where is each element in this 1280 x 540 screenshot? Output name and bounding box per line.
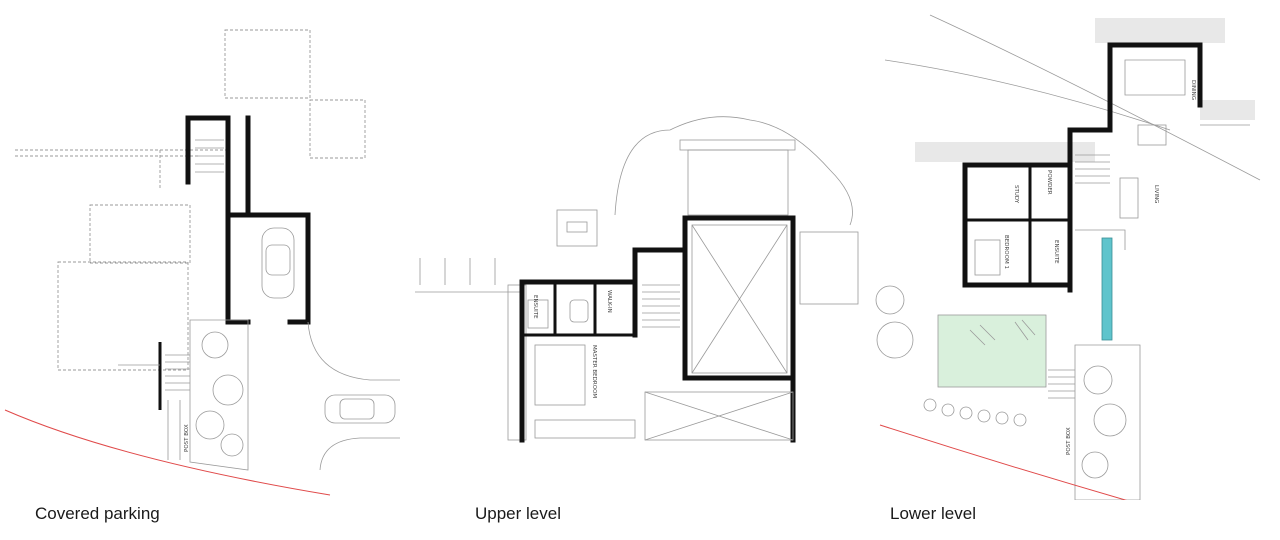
caption-upper-level: Upper level [475,504,561,523]
tree-1 [201,331,229,359]
pool-outline [799,231,859,305]
boundary-line-lower [879,424,1128,500]
sofa [1119,177,1139,219]
upper-outer-walls [519,215,796,443]
plan-covered-parking: POST BOX Covered parking [0,0,420,540]
ensuite-basin [569,299,589,323]
tree-left-1 [876,321,914,359]
bedroom-1-label: BEDROOM 1 [1003,235,1009,269]
lawn [937,314,1047,388]
dining-table [1137,124,1167,146]
balcony-bedroom [534,419,636,439]
table-top [566,221,588,233]
dashed-structure-lower [57,261,189,371]
tree-2 [212,374,244,406]
stair-treads-lower [1075,154,1110,184]
bush-1 [923,398,937,412]
ensuite-walls [522,282,635,337]
railing-posts [415,258,520,293]
stair-treads-upper [642,284,680,328]
ensuite-bath [527,299,549,329]
road-curve [319,437,400,471]
void-cross [691,224,788,374]
earth-hatch-left [915,142,1095,162]
contour-2 [929,14,1261,181]
terrace-lower [644,391,794,441]
caption-lower-level: Lower level [890,504,976,523]
tree-right-1 [1083,365,1113,395]
post-box-strip [167,400,181,460]
caption-covered-parking: Covered parking [35,504,160,523]
earth-hatch-right [1200,100,1255,120]
outdoor-table [556,209,598,247]
terrace-cross [644,391,794,441]
tree-right-2 [1093,403,1127,437]
plan-lower-level: DINING POWDER STUDY LIVING BEDROOM 1 ENS… [870,0,1280,540]
earth-hatch-top [1095,18,1225,43]
tree-left-2 [875,285,905,315]
post-box-label: POST BOX [184,424,190,452]
powder-label: POWDER [1046,170,1052,195]
landscape-outline [614,116,853,226]
tree-3 [195,410,225,440]
ensuite-label: ENSUITE [532,295,538,319]
lap-pool [1101,237,1113,341]
upper-inner-walls [632,247,796,381]
garden-bed [189,319,249,471]
bush-5 [995,411,1009,425]
upper-level-drawing: ENSUITE WALK-IN MASTER BEDROOM [415,116,859,443]
car-icon-carport [261,227,295,299]
dashed-structure-right [309,99,366,159]
contour-1 [884,59,1171,131]
living-label: LIVING [1153,185,1159,203]
dashed-structure-top [224,29,311,99]
stair-treads [195,139,224,173]
walk-in-label: WALK-IN [606,290,612,313]
bush-4 [977,409,991,423]
void-area [691,224,788,374]
bush-3 [959,406,973,420]
deck-top [687,149,789,216]
bush-6 [1013,413,1027,427]
garden-steps-lower [1048,369,1075,399]
ensuite-lower-label: ENSUITE [1053,240,1059,264]
garden-steps [165,354,190,391]
pavilion-walls [1067,42,1203,293]
tree-4 [220,433,244,457]
pavilion-inner [1124,59,1186,96]
tree-right-3 [1081,451,1109,479]
stair-tower-walls [185,115,251,218]
pergola-beam [679,139,796,151]
bed-1 [974,239,1001,276]
car-icon-road [324,394,396,424]
driveway-curve [307,321,400,381]
dashed-lines [15,149,230,190]
bush-2 [941,403,955,417]
carport-walls [225,212,311,325]
car-road-roof [339,398,375,420]
covered-parking-drawing: POST BOX [4,29,400,496]
lower-outer-walls [962,162,1073,288]
lower-level-drawing: DINING POWDER STUDY LIVING BEDROOM 1 ENS… [875,14,1261,500]
car-roof [265,244,291,276]
living-partition [1075,229,1126,250]
boundary-line [4,409,331,496]
master-bed [534,344,586,406]
stone-wall [507,284,527,441]
study-label: STUDY [1013,185,1019,204]
lower-inner-walls [965,165,1070,285]
dining-label: DINING [1190,80,1196,100]
garden-bed-right [1074,344,1141,500]
plan-upper-level: ENSUITE WALK-IN MASTER BEDROOM Upper lev… [410,0,870,540]
dashed-structure-left [89,204,191,264]
sun-loungers [969,319,1036,346]
master-bedroom-label: MASTER BEDROOM [591,345,597,398]
post-box-label-lower: POST BOX [1066,427,1072,455]
